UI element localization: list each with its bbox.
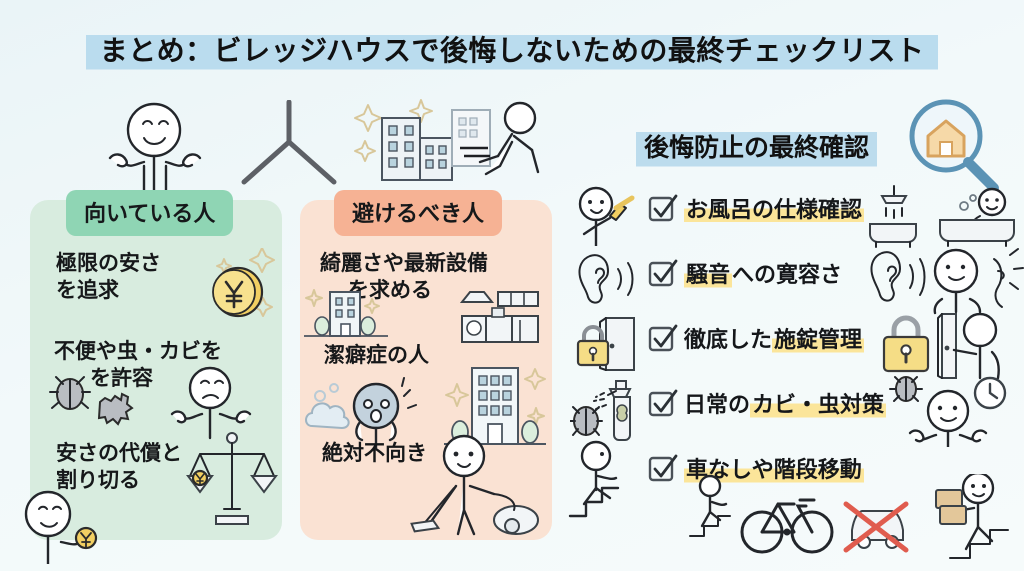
door-padlock-icon bbox=[576, 317, 635, 371]
page-title-wrapper: まとめ：ビレッジハウスで後悔しないための最終チェックリスト bbox=[0, 30, 1024, 72]
coin-yen-sparkle-icon bbox=[212, 248, 275, 318]
checkbox-icon-3[interactable] bbox=[648, 324, 678, 354]
suitable-item-1-line2: を追求 bbox=[56, 277, 119, 302]
vacuum-cleaner-person-icon bbox=[410, 434, 539, 536]
checkbox-icon-1[interactable] bbox=[648, 194, 678, 224]
suitable-item-3-line1: 安さの代償と bbox=[56, 441, 182, 465]
avoid-item-1: 綺麗さや最新設備 を求める bbox=[320, 250, 488, 304]
badge-suitable-people: 向いている人 bbox=[66, 190, 234, 236]
checklist-prefix-4: 日常の bbox=[684, 393, 751, 418]
checkbox-icon-4[interactable] bbox=[648, 389, 678, 419]
checklist-text-2: 騒音への寛容さ bbox=[684, 257, 842, 289]
avoid-item-1-line1: 綺麗さや最新設備 bbox=[320, 251, 488, 275]
suitable-item-2-line2: を許容 bbox=[90, 365, 153, 390]
bicycle-no-car-boxes-stairs-icon bbox=[689, 474, 1009, 559]
right-column-header-text: 後悔防止の最終確認 bbox=[636, 126, 878, 168]
checklist-text-1: お風呂の仕様確認 bbox=[684, 192, 865, 224]
checklist-highlight-1: お風呂の仕様確認 bbox=[684, 198, 865, 223]
checklist-row-5: 車なしや階段移動 bbox=[568, 440, 1024, 559]
happy-shrugging-person-icon bbox=[108, 102, 202, 194]
suitable-item-3: 安さの代償と 割り切る bbox=[56, 440, 182, 494]
avoid-item-1-line2: を求める bbox=[348, 277, 432, 302]
suitable-item-2: 不便や虫・カビを を許容 bbox=[54, 338, 222, 392]
checkbox-icon-2[interactable] bbox=[648, 259, 678, 289]
checklist-text-5: 車なしや階段移動 bbox=[684, 452, 864, 484]
shrugging-person-icon bbox=[170, 366, 252, 440]
y-fork-path-icon bbox=[241, 100, 337, 185]
avoid-item-2-line1: 潔癖症の人 bbox=[324, 343, 429, 367]
balance-scale-icon bbox=[186, 432, 278, 525]
page-title: まとめ：ビレッジハウスで後悔しないための最終チェックリスト bbox=[85, 30, 939, 72]
padlock-person-locking-door-icon bbox=[882, 312, 1000, 380]
spray-bottle-bug-icon bbox=[570, 380, 632, 441]
person-with-check-flag-icon bbox=[578, 186, 635, 246]
kitchen-counter-icon bbox=[459, 291, 539, 343]
checklist-highlight-2: 騒音 bbox=[684, 263, 733, 288]
avoid-item-2: 潔癖症の人 bbox=[324, 342, 429, 369]
checklist-highlight-3: 施錠管理 bbox=[772, 328, 865, 353]
avoid-item-3-line1: 絶対不向き bbox=[322, 441, 427, 465]
suitable-item-2-line1: 不便や虫・カビを bbox=[54, 339, 222, 363]
checklist-row-1: お風呂の仕様確認 bbox=[570, 185, 1024, 248]
checklist-highlight-5: 車なしや階段移動 bbox=[684, 458, 864, 483]
panel-suitable-people bbox=[30, 200, 282, 540]
checklist-text-3: 徹底した施錠管理 bbox=[684, 322, 865, 354]
building-trees-icon bbox=[304, 289, 388, 337]
building-sparkle-icon bbox=[444, 367, 546, 445]
coin-holding-person-icon bbox=[24, 490, 98, 564]
checklist-row-3: 徹底した施錠管理 bbox=[570, 312, 1024, 380]
badge-avoid-people: 避けるべき人 bbox=[334, 190, 503, 236]
suitable-item-1: 極限の安さ を追求 bbox=[56, 250, 161, 304]
ear-soundwaves-icon bbox=[578, 254, 634, 304]
magnifier-house-icon bbox=[909, 99, 999, 192]
city-buildings-running-person-icon bbox=[354, 99, 540, 181]
person-climbing-stairs-icon bbox=[568, 440, 620, 518]
checklist-prefix-3: 徹底した bbox=[684, 328, 773, 353]
bug-clock-shrug-person-icon bbox=[889, 376, 1007, 447]
checklist-row-4: 日常のカビ・虫対策 bbox=[570, 376, 1024, 447]
avoid-item-3: 絶対不向き bbox=[322, 440, 427, 467]
dust-cloud-shocked-person-icon bbox=[305, 377, 417, 450]
suitable-item-1-line1: 極限の安さ bbox=[56, 251, 161, 275]
shower-bathtub-person-icon bbox=[869, 185, 1015, 248]
checklist-suffix-2: への寛容さ bbox=[732, 263, 843, 288]
right-column-header: 後悔防止の最終確認 bbox=[636, 126, 878, 168]
ear-annoyed-person-icon bbox=[870, 248, 1024, 315]
checklist-highlight-4: カビ・虫対策 bbox=[750, 393, 887, 418]
checklist-row-2: 騒音への寛容さ bbox=[570, 248, 1024, 315]
checklist-text-4: 日常のカビ・虫対策 bbox=[684, 387, 887, 419]
bug-germ-shrug-person-icon bbox=[49, 376, 134, 426]
checkbox-icon-5[interactable] bbox=[648, 454, 678, 484]
suitable-item-3-line2: 割り切る bbox=[56, 467, 140, 492]
